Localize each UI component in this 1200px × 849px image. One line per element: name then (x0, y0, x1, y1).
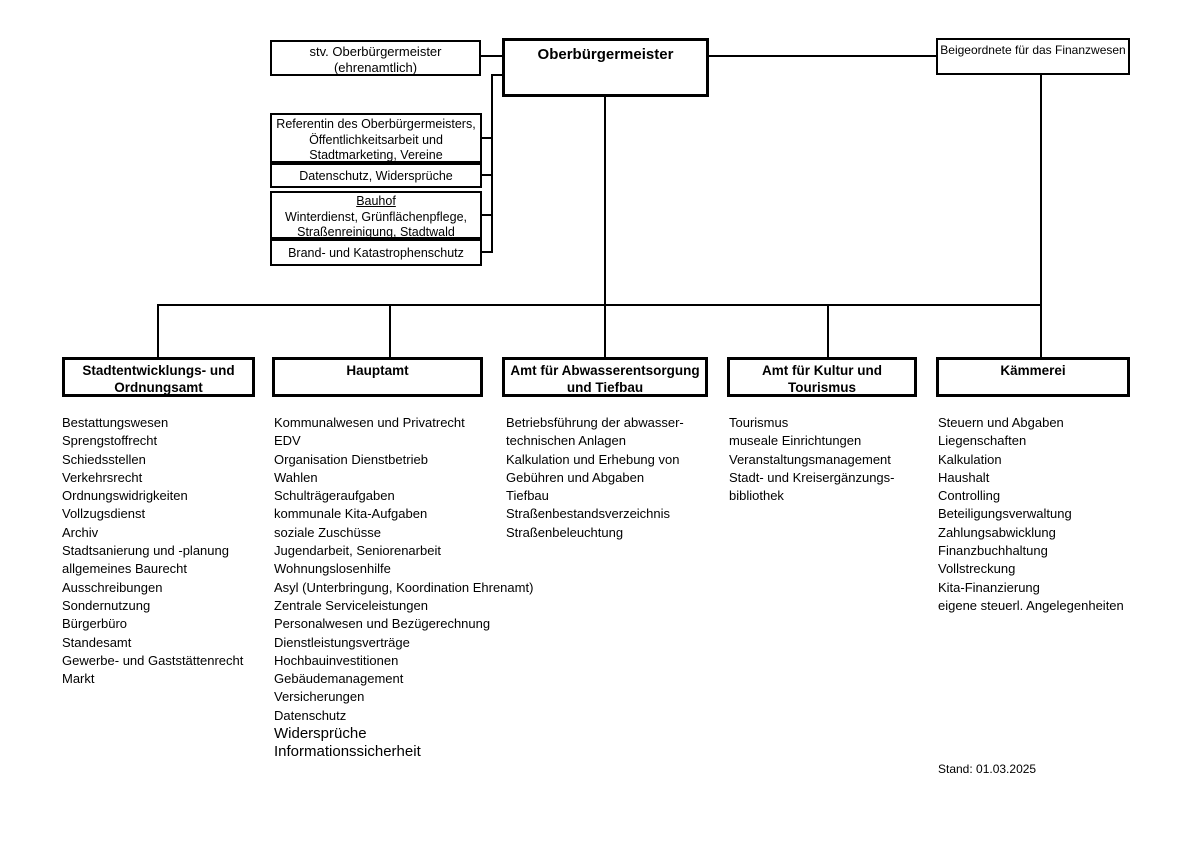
list-item: Tiefbau (506, 488, 549, 504)
list-item: Sprengstoffrecht (62, 433, 158, 449)
list-item: Haushalt (938, 469, 990, 485)
list-item: Archiv (62, 524, 99, 540)
list-item: Bestattungswesen (62, 415, 169, 430)
list-item: Straßenbestandsverzeichnis (506, 506, 671, 522)
list-item: Ausschreibungen (62, 579, 163, 595)
status-date-label: Stand: 01.03.2025 (938, 762, 1037, 776)
list-item: Kommunalwesen und Privatrecht (274, 415, 465, 430)
list-item: Vollstreckung (938, 561, 1016, 577)
list-item: Informationssicherheit (274, 743, 421, 761)
list-item: Versicherungen (274, 689, 365, 705)
connector-deputy-to-mayor (481, 55, 502, 57)
list-item: Kita-Finanzierung (938, 579, 1040, 595)
list-item: Stadt- und Kreisergänzungs- (729, 469, 895, 485)
connector-stub-datenschutz (482, 174, 491, 176)
connector-mayor-drop (604, 97, 606, 357)
finance-officer-box: Beigeordnete für das Finanzwesen (936, 38, 1130, 75)
connector-staff-spine-top-stub (491, 74, 502, 76)
list-item: museale Einrichtungen (729, 433, 862, 449)
connector-stub-bauhof (482, 214, 491, 216)
connector-stub-brandschutz (482, 251, 491, 253)
list-item: allgemeines Baurecht (62, 561, 188, 577)
mayor-box: Oberbürgermeister (502, 38, 709, 97)
list-item: Gebäudemanagement (274, 671, 404, 687)
list-item: Controlling (938, 488, 1001, 504)
list-item: Vollzugsdienst (62, 506, 146, 522)
list-item: Schiedsstellen (62, 451, 146, 467)
list-item: Tourismus (729, 415, 789, 430)
list-item: Finanzbuchhaltung (938, 543, 1048, 559)
list-item: kommunale Kita-Aufgaben (274, 506, 428, 522)
dept-box-hauptamt: Hauptamt (272, 357, 483, 397)
connector-finance-officer-drop (1040, 75, 1042, 357)
dept-list-abwasserentsorgung-tiefbau: Betriebsführung der abwasser-technischen… (506, 414, 684, 542)
list-item: Stadtsanierung und -planung (62, 543, 229, 559)
list-item: Ordnungswidrigkeiten (62, 488, 188, 504)
list-item: Zentrale Serviceleistungen (274, 597, 428, 613)
list-item: Datenschutz (274, 707, 347, 723)
list-item: Standesamt (62, 634, 132, 650)
connector-drop-dept-4 (827, 304, 829, 357)
list-item: Hochbauinvestitionen (274, 652, 399, 668)
list-item: bibliothek (729, 488, 784, 504)
bauhof-title: Bauhof (356, 194, 396, 208)
list-item: technischen Anlagen (506, 433, 626, 449)
connector-main-horizontal (157, 304, 1042, 306)
list-item: Widersprüche (274, 725, 367, 743)
list-item: eigene steuerl. Angelegenheiten (938, 597, 1124, 613)
connector-mayor-to-finance-officer (709, 55, 936, 57)
list-item: Verkehrsrecht (62, 469, 143, 485)
list-item: Jugendarbeit, Seniorenarbeit (274, 543, 441, 559)
list-item: Wahlen (274, 469, 318, 485)
list-item: Kalkulation (938, 451, 1002, 467)
bauhof-tasks: Winterdienst, Grünflächenpflege,Straßenr… (284, 209, 468, 240)
brandschutz-box: Brand- und Katastrophenschutz (270, 239, 482, 266)
dept-box-kaemmerei: Kämmerei (936, 357, 1130, 397)
list-item: Schulträgeraufgaben (274, 488, 395, 504)
list-item: Zahlungsabwicklung (938, 524, 1056, 540)
list-item: Organisation Dienstbetrieb (274, 451, 428, 467)
list-item: EDV (274, 433, 301, 449)
list-item: Veranstaltungsmanagement (729, 451, 891, 467)
connector-staff-spine (491, 74, 493, 253)
list-item: Wohnungslosenhilfe (274, 561, 391, 577)
datenschutz-box: Datenschutz, Widersprüche (270, 163, 482, 188)
list-item: Sondernutzung (62, 597, 151, 613)
list-item: Liegenschaften (938, 433, 1027, 449)
list-item: Gewerbe- und Gaststättenrecht (62, 652, 244, 668)
list-item: Gebühren und Abgaben (506, 469, 645, 485)
list-item: Bürgerbüro (62, 616, 128, 632)
list-item: Kalkulation und Erhebung von (506, 451, 680, 467)
list-item: Beteiligungsverwaltung (938, 506, 1072, 522)
list-item: Asyl (Unterbringung, Koordination Ehrena… (274, 579, 534, 595)
connector-drop-dept-2 (389, 304, 391, 357)
list-item: Markt (62, 671, 95, 687)
connector-drop-dept-1 (157, 304, 159, 357)
bauhof-box: Bauhof Winterdienst, Grünflächenpflege,S… (270, 191, 482, 239)
referentin-box: Referentin des Oberbürgermeisters,Öffent… (270, 113, 482, 163)
deputy-mayor-box: stv. Oberbürgermeister(ehrenamtlich) (270, 40, 481, 76)
list-item: Personalwesen und Bezügerechnung (274, 616, 491, 632)
list-item: Dienstleistungsverträge (274, 634, 410, 650)
list-item: Steuern und Abgaben (938, 415, 1064, 430)
connector-stub-referentin (482, 137, 491, 139)
list-item: Straßenbeleuchtung (506, 524, 624, 540)
list-item: soziale Zuschüsse (274, 524, 381, 540)
list-item: Betriebsführung der abwasser- (506, 415, 684, 430)
